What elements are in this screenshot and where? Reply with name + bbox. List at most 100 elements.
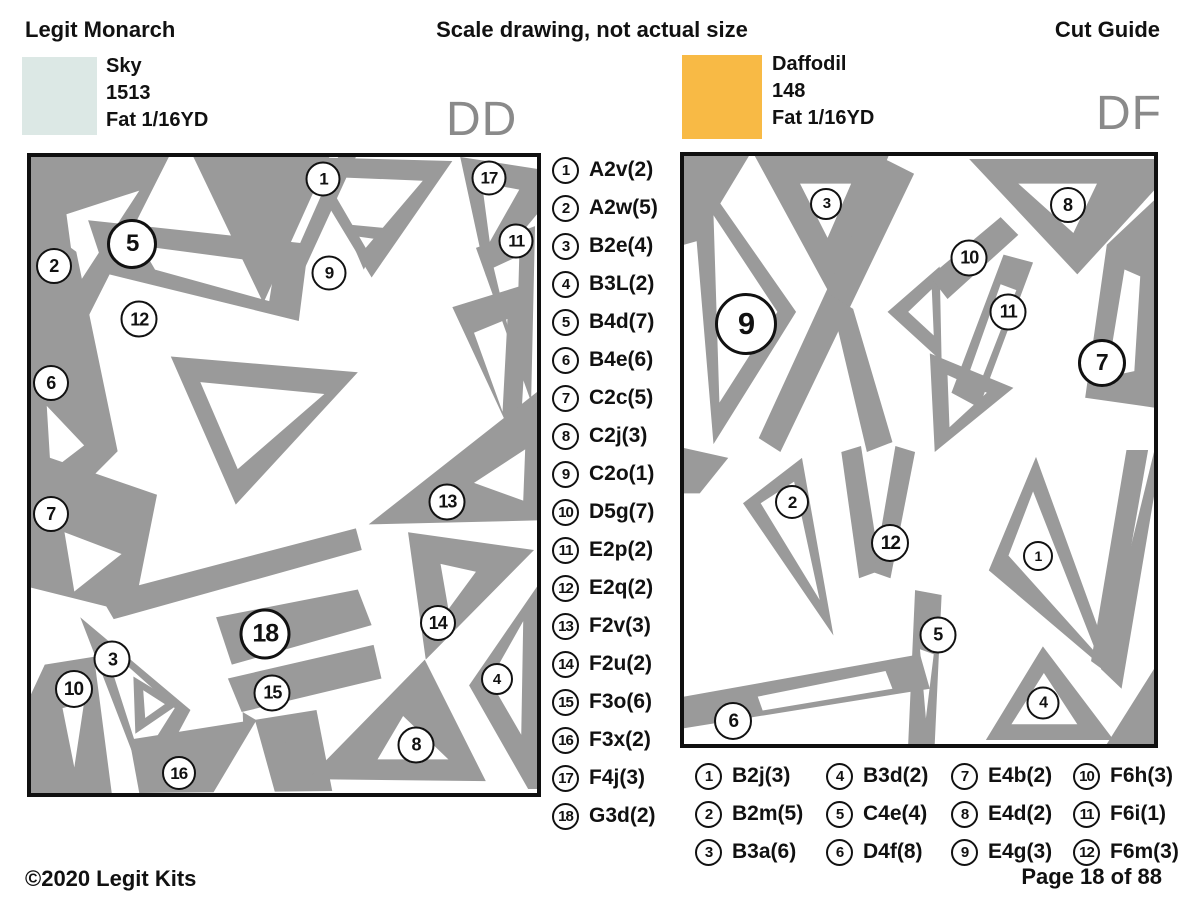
legend-piece-label: F6m(3) [1110,840,1179,863]
legend-piece-label: F2v(3) [589,614,651,637]
legend-piece-label: D4f(8) [863,840,923,863]
legend-number-circle: 12 [1073,838,1100,866]
legend-piece-label: A2w(5) [589,196,658,219]
legend-number-circle: 10 [1073,762,1100,790]
fabric-cut: Fat 1/16YD [772,107,875,129]
fabric-info-daffodil: Daffodil 148 Fat 1/16YD [772,51,874,132]
legend-number-circle: 2 [695,800,722,828]
legend-piece-label: C2o(1) [589,462,655,485]
legend-item-6: 6 B4e(6) [552,341,658,379]
legend-number-circle: 17 [552,764,579,792]
legend-piece-label: B4d(7) [589,310,655,333]
legend-item-5: 5 B4d(7) [552,303,658,341]
fabric-swatch-sky [22,57,97,135]
pattern-piece [988,456,1117,679]
legend-number-circle: 3 [552,232,579,260]
legend-number-circle: 15 [552,688,579,716]
legend-number-circle: 16 [552,726,579,754]
legend-number-circle: 1 [695,762,722,790]
legend-piece-label: B3L(2) [589,272,655,295]
legend-item-2: 2 A2w(5) [552,189,658,227]
piece-marker-11: 11 [989,293,1027,331]
legend-number-circle: 13 [552,612,579,640]
legend-number-circle: 7 [552,384,579,412]
pattern-piece [99,528,362,620]
legend-number-circle: 2 [552,194,579,222]
pattern-piece [1091,450,1149,674]
legend-item-16: 16 F3x(2) [552,721,658,759]
piece-marker-5: 5 [919,616,957,654]
pattern-piece [829,294,893,452]
legend-piece-label: B4e(6) [589,348,654,371]
piece-marker-1: 1 [1022,541,1053,572]
legend-item-11: 11 E2p(2) [552,531,658,569]
fabric-cut: Fat 1/16YD [106,109,209,131]
pattern-piece [969,158,1154,275]
legend-number-circle: 12 [552,574,579,602]
piece-marker-8: 8 [1049,187,1086,224]
pattern-piece [307,659,486,782]
pattern-piece [951,254,1034,408]
pattern-piece [929,353,1014,452]
page-number: Page 18 of 88 [1021,864,1162,889]
legend-piece-label: F4j(3) [589,766,646,789]
piece-marker-6: 6 [714,702,753,741]
piece-marker-18: 18 [239,608,291,660]
piece-marker-4: 4 [1026,686,1060,720]
legend-item-13: 13 F2v(3) [552,607,658,645]
copyright-year: ©2020 [25,866,91,891]
legend-item-10: 10 F6h(3) [1073,757,1179,795]
legend-piece-label: C2j(3) [589,424,648,447]
legend-number-circle: 5 [552,308,579,336]
piece-marker-9: 9 [715,292,778,355]
pattern-piece [684,448,729,494]
pattern-piece [742,457,834,636]
legend-item-17: 17 F4j(3) [552,759,658,797]
piece-marker-10: 10 [54,670,93,709]
legend-piece-label: B2m(5) [732,802,804,825]
pattern-piece [908,590,942,744]
pattern-piece [684,156,749,245]
pattern-piece [754,156,889,298]
piece-marker-7: 7 [32,496,69,533]
legend-piece-label: C4e(4) [863,802,928,825]
piece-marker-3: 3 [93,640,131,678]
legend-item-12: 12 F6m(3) [1073,833,1179,871]
legend-piece-label: B3a(6) [732,840,797,863]
legend-piece-label: E2q(2) [589,576,654,599]
legend-number-circle: 9 [951,838,978,866]
legend-piece-label: B2e(4) [589,234,654,257]
piece-marker-16: 16 [161,756,196,791]
pattern-piece [469,586,537,790]
legend-number-circle: 1 [552,156,579,184]
piece-marker-5: 5 [107,219,158,270]
fabric-name: Daffodil [772,53,847,75]
piece-marker-1: 1 [305,161,341,197]
piece-marker-7: 7 [1077,338,1126,387]
pattern-piece [170,356,358,505]
legend-piece-label: F2u(2) [589,652,652,675]
legend-piece-label: A2v(2) [589,158,654,181]
pattern-piece [1100,451,1154,689]
legend-number-circle: 6 [552,346,579,374]
legend-item-1: 1 A2v(2) [552,151,658,189]
legend-piece-label: F6h(3) [1110,764,1173,787]
pattern-piece [452,283,530,452]
pattern-piece [31,218,118,497]
legend-number-circle: 11 [552,536,579,564]
legend-piece-label: B3d(2) [863,764,929,787]
pattern-piece [887,266,942,362]
legend-piece-label: F3x(2) [589,728,651,751]
panel-label-df: DF [1096,87,1162,140]
legend-piece-label: E2p(2) [589,538,654,561]
